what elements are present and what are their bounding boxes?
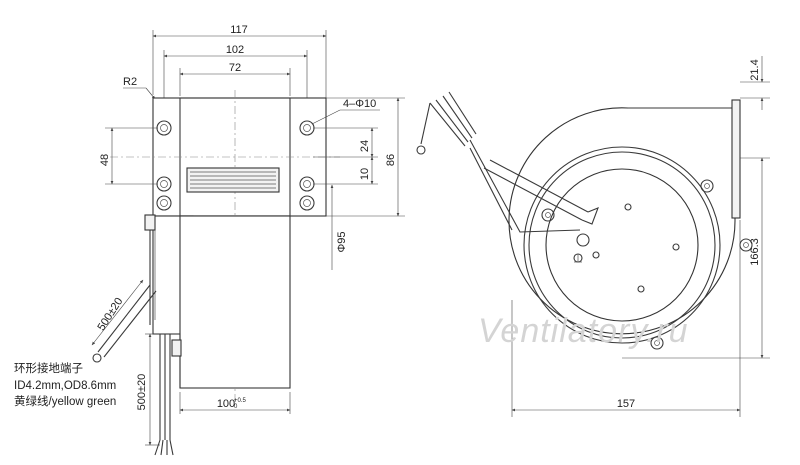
dim-117: 117 (230, 24, 248, 36)
dim-21-4: 21.4 (749, 59, 761, 80)
note-line-3: 黄绿线/yellow green (14, 394, 116, 408)
dim-102: 102 (226, 44, 244, 56)
dim-r2: R2 (123, 76, 137, 88)
dim-86: 86 (385, 154, 397, 166)
dim-holes: 4–Φ10 (343, 98, 376, 110)
dim-166-3: 166.3 (749, 238, 761, 266)
dim-72: 72 (229, 62, 241, 74)
dim-d95: Φ95 (336, 231, 348, 252)
note-line-1: 环形接地端子 (14, 362, 83, 375)
dim-157: 157 (617, 398, 635, 410)
dim-100: 100 (217, 398, 235, 410)
right-view: 21.4 166.3 157 (416, 56, 770, 417)
dim-500-leads: 500±20 (136, 374, 148, 411)
dim-500-ground: 500±20 (95, 296, 125, 333)
dim-24: 24 (359, 140, 371, 152)
dim-48: 48 (99, 154, 111, 166)
dim-10: 10 (359, 168, 371, 180)
watermark: Ventilatory.ru (478, 312, 689, 350)
note-line-2: ID4.2mm,OD8.6mm (14, 380, 116, 392)
left-view: 117 102 72 R2 4–Φ1 (14, 24, 405, 456)
